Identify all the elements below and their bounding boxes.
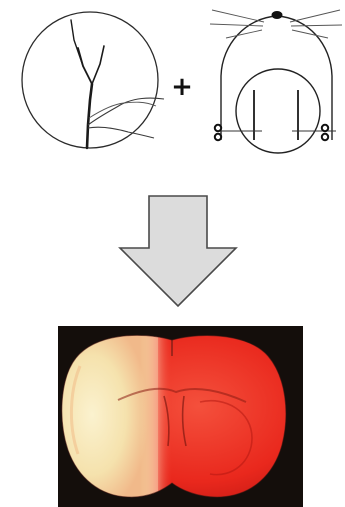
main-vessel-trunk [87,84,92,148]
rat-head-diagram [210,10,342,153]
brain-slice-photo [55,325,303,507]
down-arrow [120,196,236,306]
mca-branch-middle [89,102,156,118]
nose [272,11,283,19]
vessel-branch-right [92,46,104,84]
mca-branch-lower [88,127,154,138]
plus-sign: + [171,72,193,102]
vessel-diagram [22,12,164,148]
ear-bar-left [215,125,221,140]
ear-bar-right [322,125,328,140]
cranial-window [236,69,320,153]
vessel-branch-left [78,48,92,84]
vessel-branch-up [71,20,83,66]
